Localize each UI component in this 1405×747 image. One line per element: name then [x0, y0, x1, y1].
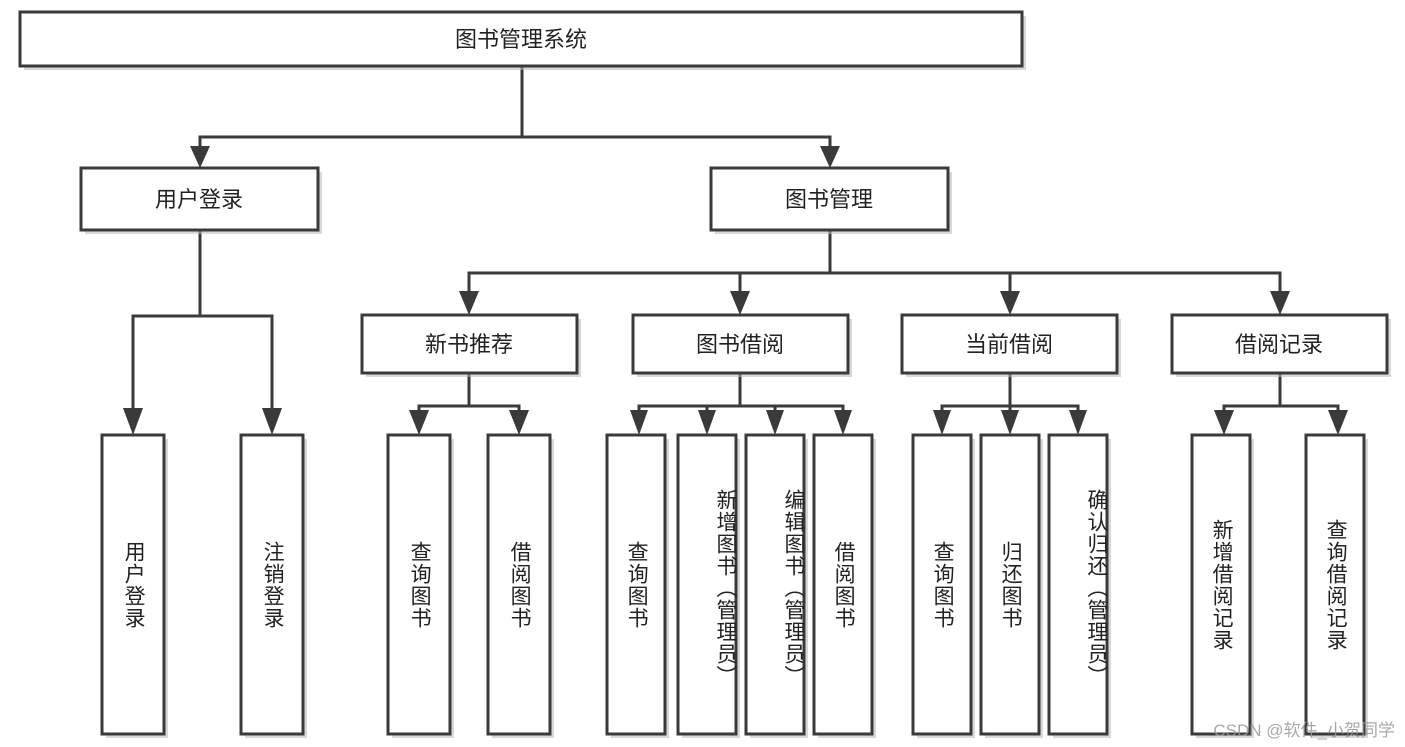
- leaf-box-user-login[interactable]: [100, 433, 166, 736]
- leaf-box-borrow-lend[interactable]: [812, 433, 874, 736]
- arrow-leaf-user-login: [123, 408, 143, 435]
- arrow-to-user-login: [190, 146, 210, 168]
- book-management-box[interactable]: [709, 166, 950, 232]
- borrow-record-label: 借阅记录: [1235, 332, 1323, 357]
- arrow-to-record: [1270, 291, 1290, 315]
- arrow-leaf-borrow-lend: [834, 410, 852, 435]
- leaf-box-newbook-borrow[interactable]: [486, 433, 552, 736]
- node-current-borrow[interactable]: 当前借阅: [900, 313, 1121, 377]
- arrow-leaf-newbook-borrow: [509, 410, 529, 435]
- leaf-box-borrow-edit[interactable]: [744, 433, 806, 736]
- leaf-box-current-confirm[interactable]: [1047, 433, 1109, 736]
- arrow-to-current: [1000, 291, 1020, 315]
- node-borrow-record[interactable]: 借阅记录: [1170, 313, 1391, 377]
- node-book-management[interactable]: 图书管理: [709, 166, 952, 234]
- new-book-recommend-label: 新书推荐: [425, 332, 513, 357]
- borrow-record-box[interactable]: [1170, 313, 1389, 375]
- arrow-leaf-record-query: [1328, 410, 1348, 435]
- leaf-box-newbook-query[interactable]: [386, 433, 452, 736]
- arrow-leaf-newbook-query: [409, 410, 429, 435]
- arrow-leaf-borrow-edit: [766, 410, 784, 435]
- leaf-box-borrow-query[interactable]: [605, 433, 667, 736]
- book-management-label: 图书管理: [785, 187, 873, 212]
- arrow-leaf-current-confirm: [1069, 410, 1087, 435]
- leaf-box-record-query[interactable]: [1304, 433, 1366, 736]
- arrow-leaf-borrow-query: [630, 410, 648, 435]
- user-login-label: 用户登录: [155, 187, 243, 212]
- leaf-box-current-return[interactable]: [979, 433, 1041, 736]
- leaf-box-record-add[interactable]: [1190, 433, 1252, 736]
- arrow-to-borrow: [730, 291, 750, 315]
- arrow-leaf-record-add: [1214, 410, 1234, 435]
- book-borrow-label: 图书借阅: [696, 332, 784, 357]
- leaf-box-current-query[interactable]: [911, 433, 973, 736]
- leaf-box-borrow-add[interactable]: [676, 433, 738, 736]
- node-user-login[interactable]: 用户登录: [79, 166, 322, 234]
- arrow-leaf-borrow-add: [698, 410, 716, 435]
- user-login-box[interactable]: [79, 166, 320, 232]
- arrow-leaf-current-query: [933, 410, 951, 435]
- leaf-box-group: [100, 433, 1368, 738]
- arrow-leaf-logout: [262, 408, 282, 435]
- node-new-book-recommend[interactable]: 新书推荐: [360, 313, 581, 377]
- root-label: 图书管理系统: [455, 27, 587, 52]
- connector-group: [123, 66, 1348, 435]
- node-book-borrow[interactable]: 图书借阅: [631, 313, 852, 377]
- book-borrow-box[interactable]: [631, 313, 850, 375]
- watermark-text: CSDN @软件_小贺同学: [1213, 721, 1395, 740]
- current-borrow-label: 当前借阅: [965, 332, 1053, 357]
- arrow-leaf-current-return: [1001, 410, 1019, 435]
- new-book-recommend-box[interactable]: [360, 313, 579, 375]
- arrow-to-book-mgmt: [820, 146, 840, 168]
- current-borrow-box[interactable]: [900, 313, 1119, 375]
- root-box[interactable]: [18, 10, 1024, 68]
- arrow-to-newbook: [459, 291, 479, 315]
- node-root[interactable]: 图书管理系统: [18, 10, 1026, 70]
- leaf-box-logout[interactable]: [239, 433, 305, 736]
